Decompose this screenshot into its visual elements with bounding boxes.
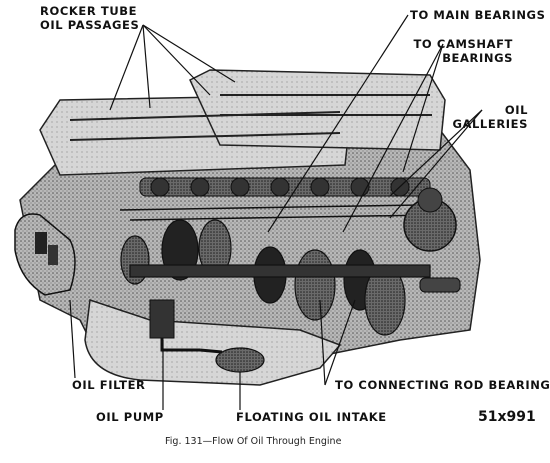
oil-pump-shape <box>149 299 175 339</box>
label-oil-pump: OIL PUMP <box>96 410 164 424</box>
label-main-bearings: TO MAIN BEARINGS <box>410 8 546 22</box>
label-connecting-rod: TO CONNECTING ROD BEARINGS <box>335 378 550 392</box>
label-rocker-tube: ROCKER TUBE OIL PASSAGES <box>40 4 139 32</box>
label-camshaft-line2: BEARINGS <box>442 51 513 65</box>
label-camshaft: TO CAMSHAFT BEARINGS <box>413 37 513 65</box>
label-rocker-tube-line2: OIL PASSAGES <box>40 18 140 32</box>
leader-lines <box>69 14 483 410</box>
label-oil-galleries-line1: OIL <box>504 103 528 117</box>
rocker-cover-right <box>189 69 446 151</box>
figure-number: 51x991 <box>478 409 536 425</box>
label-oil-filter: OIL FILTER <box>72 378 146 392</box>
figure-caption: Fig. 131—Flow Of Oil Through Engine <box>165 436 342 447</box>
crankshaft <box>120 219 431 336</box>
label-oil-galleries-line2: GALLERIES <box>452 117 528 131</box>
label-camshaft-line1: TO CAMSHAFT <box>413 37 513 51</box>
label-floating-intake: FLOATING OIL INTAKE <box>236 410 387 424</box>
oil-filter-shape <box>14 213 76 296</box>
label-rocker-tube-line1: ROCKER TUBE <box>40 4 138 18</box>
label-oil-galleries: OIL GALLERIES <box>452 103 528 131</box>
oil-pan <box>84 298 342 386</box>
floating-intake-shape <box>215 347 265 373</box>
